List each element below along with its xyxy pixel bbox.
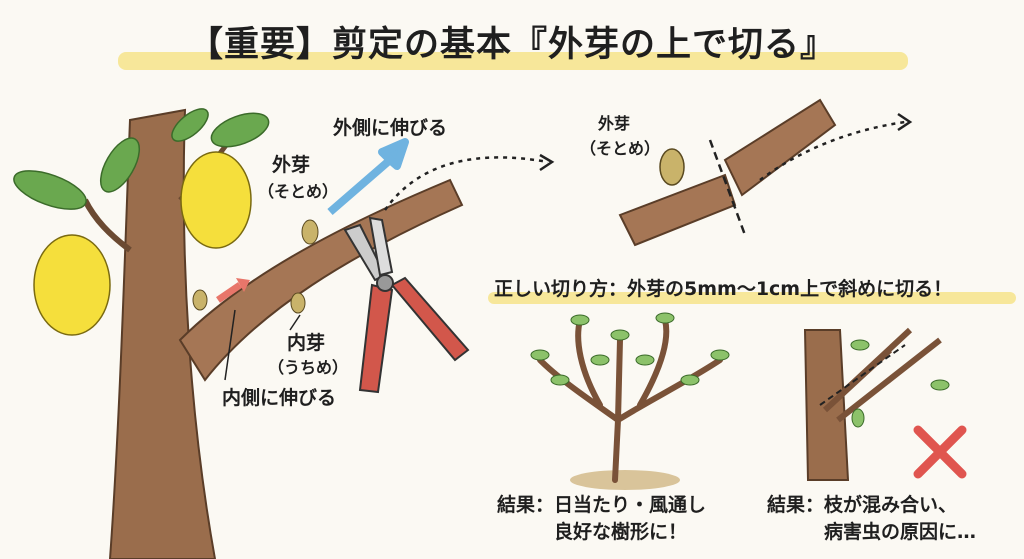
outer-bud-reading: （そとめ） bbox=[258, 182, 339, 201]
good-tree-illustration bbox=[530, 312, 730, 490]
inner-bud-label: 内芽 bbox=[287, 332, 326, 354]
cross-icon bbox=[913, 425, 967, 479]
crowded-branch-illustration bbox=[803, 327, 950, 481]
outward-arrow-icon bbox=[327, 138, 409, 216]
bud bbox=[192, 289, 208, 311]
good-result-line2: 良好な樹形に！ bbox=[554, 521, 688, 543]
inner-bud-reading: （うちめ） bbox=[268, 358, 349, 377]
page-title: 【重要】剪定の基本『外芽の上で切る』 bbox=[187, 25, 836, 65]
cut-outer-bud-label: 外芽 bbox=[598, 114, 631, 133]
growth-dotted-arrow-icon bbox=[383, 156, 549, 211]
lemon bbox=[33, 234, 111, 336]
cut-outer-bud-reading: （そとめ） bbox=[580, 139, 661, 158]
lemon bbox=[180, 151, 252, 249]
outer-bud-label: 外芽 bbox=[272, 154, 311, 176]
bad-result-line1: 結果：枝が混み合い、 bbox=[767, 494, 958, 516]
leaves bbox=[13, 108, 270, 210]
outer-bud bbox=[301, 219, 319, 245]
good-result-line1: 結果：日当たり・風通し bbox=[497, 494, 707, 516]
inward-arrow-icon bbox=[216, 282, 242, 303]
cut-detail-branch bbox=[618, 98, 913, 247]
instruction-highlight bbox=[488, 292, 1016, 304]
pruning-shears bbox=[343, 216, 470, 394]
inner-bud bbox=[290, 292, 306, 314]
inward-growth-label: 内側に伸びる bbox=[222, 387, 337, 409]
outward-growth-label: 外側に伸びる bbox=[333, 117, 448, 139]
title-highlight bbox=[118, 52, 908, 70]
bad-result-line2: 病害虫の原因に… bbox=[824, 521, 977, 543]
instruction-text: 正しい切り方：外芽の5mm〜1cm上で斜めに切る！ bbox=[494, 278, 953, 300]
